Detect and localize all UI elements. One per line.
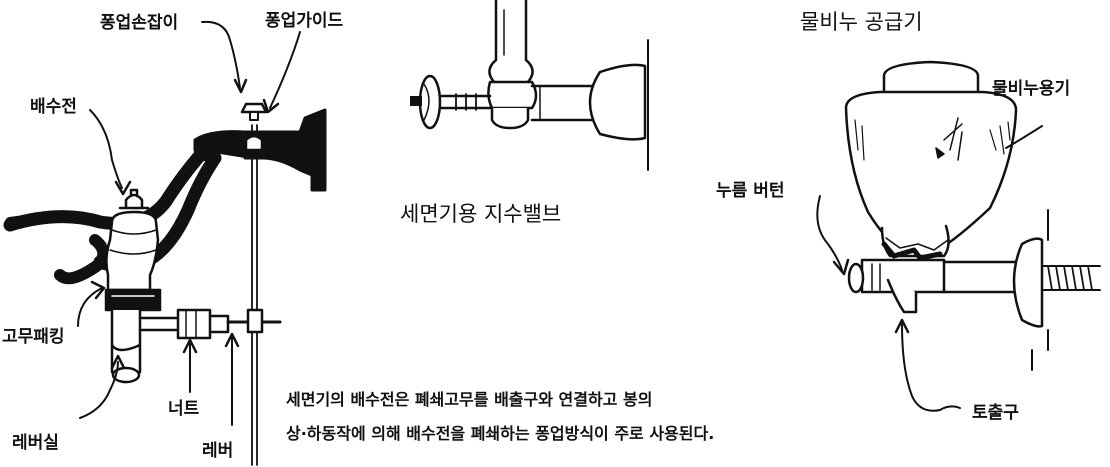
- popup-handle-knob: [240, 102, 268, 114]
- label-lever: 레버: [202, 441, 234, 461]
- leader-lever-seal: [79, 361, 119, 419]
- dispenser-wall-flange: [1012, 237, 1044, 328]
- soap-dispenser-illustration: [816, 60, 1101, 412]
- leader-push-button: [816, 195, 843, 271]
- leader-popup-guide: [269, 31, 301, 109]
- label-soap-container: 물비누용기: [992, 79, 1071, 99]
- label-popup-handle: 퐁업손잡이: [100, 13, 179, 33]
- leader-popup-handle: [201, 20, 241, 89]
- leader-soap-container: [1005, 125, 1043, 149]
- label-lever-seal: 레버실: [12, 433, 59, 453]
- leader-drain-plug: [89, 109, 123, 189]
- stop-valve-illustration: [410, 0, 649, 171]
- nut-body: [176, 308, 212, 340]
- label-soap-dispenser: 물비누 공급기: [800, 10, 923, 34]
- caption-line-1: 세면기의 배수전은 폐쇄고무를 배출구와 연결하고 봉의: [286, 390, 653, 409]
- popup-drain-illustration: [3, 20, 327, 466]
- leader-spout: [901, 323, 961, 412]
- lift-rod: [251, 124, 258, 466]
- lever-arm: [138, 316, 184, 332]
- wall-flange: [588, 63, 647, 141]
- caption-line-2: 상·하동작에 의해 배수전을 폐쇄하는 퐁업방식이 주로 사용된다.: [286, 424, 715, 443]
- valve-handle: [418, 74, 442, 130]
- push-button: [847, 262, 865, 294]
- label-push-button: 누름 버턴: [716, 181, 785, 201]
- label-popup-guide: 퐁업가이드: [265, 11, 344, 31]
- drain-plug-knob: [118, 188, 150, 210]
- label-basin-stop-valve: 세면기용 지수밸브: [400, 202, 562, 226]
- label-spout: 토출구: [972, 403, 1019, 423]
- label-rubber-packing: 고무패킹: [2, 327, 65, 347]
- label-nut: 너트: [168, 399, 200, 419]
- label-drain-plug: 배수전: [30, 97, 77, 117]
- soap-container: [844, 90, 1018, 254]
- leader-rubber-packing: [77, 287, 103, 327]
